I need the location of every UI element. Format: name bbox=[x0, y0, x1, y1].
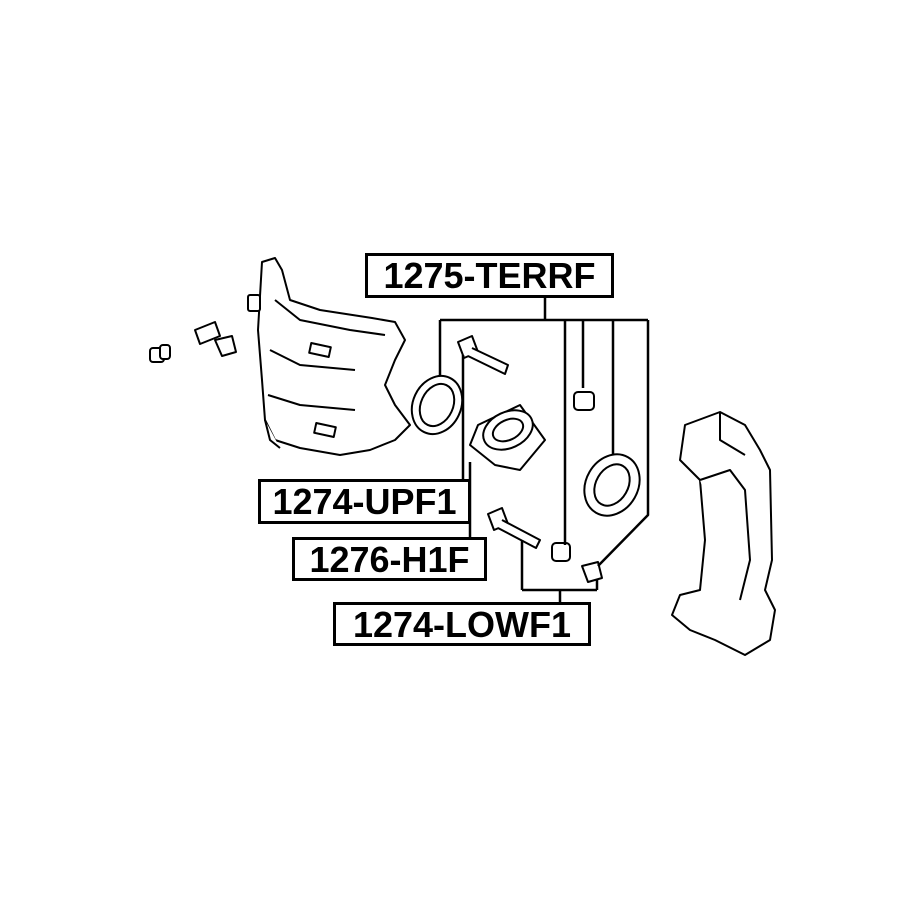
label-1276-h1f: 1276-H1F bbox=[292, 537, 487, 581]
piston-boot bbox=[583, 453, 641, 517]
caliper-bracket bbox=[671, 411, 776, 656]
label-1275-terrf: 1275-TERRF bbox=[365, 253, 614, 298]
piston-part bbox=[469, 404, 546, 471]
bleeder-screw-parts bbox=[149, 294, 261, 363]
leader-lines bbox=[438, 297, 650, 603]
upper-pin bbox=[457, 335, 509, 375]
label-1274-lowf1: 1274-LOWF1 bbox=[333, 602, 591, 646]
caliper-housing bbox=[257, 257, 411, 456]
lower-pin bbox=[487, 507, 541, 549]
bushings bbox=[551, 391, 603, 583]
piston-seal bbox=[410, 374, 464, 436]
label-1274-upf1: 1274-UPF1 bbox=[258, 479, 471, 524]
